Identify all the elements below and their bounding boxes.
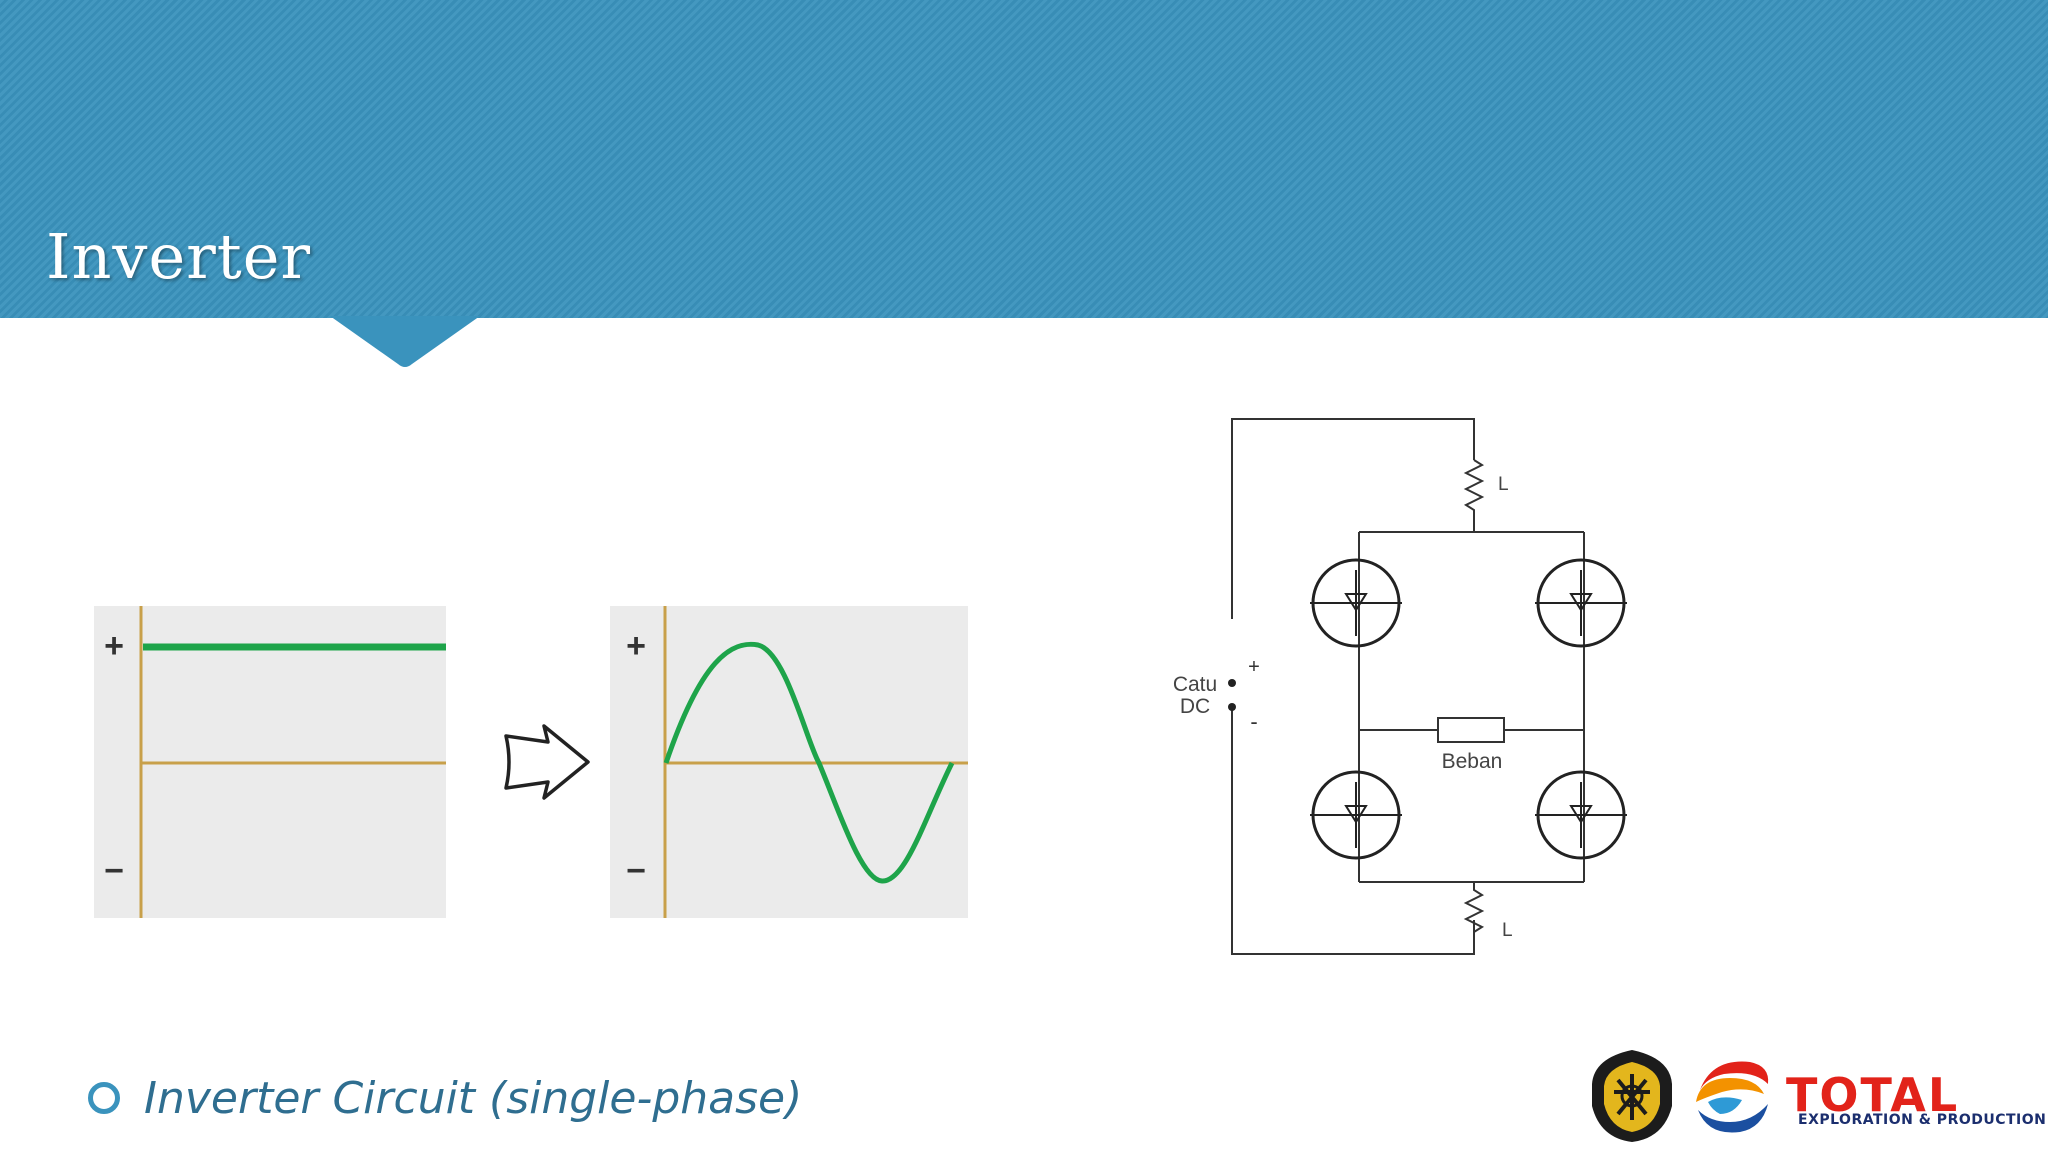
load-label: Beban — [1442, 750, 1503, 773]
inductor-bottom — [1463, 882, 1485, 933]
inductor-top-label: L — [1498, 474, 1509, 495]
inductor-top — [1463, 459, 1485, 532]
inverter-circuit-diagram: Catu DC + - Beban L L — [1173, 418, 1627, 955]
switch-top-right — [1535, 558, 1627, 648]
conversion-arrow-icon — [504, 724, 590, 800]
switch-top-left — [1310, 558, 1402, 648]
logos-area — [1592, 1050, 1769, 1142]
source-terminal-negative — [1228, 703, 1236, 711]
dc-plus-sign: + — [104, 627, 124, 665]
source-label-dc: DC — [1180, 695, 1210, 718]
esdm-emblem-logo — [1592, 1050, 1672, 1142]
total-sphere-logo — [1696, 1060, 1769, 1133]
source-terminal-positive — [1228, 679, 1236, 687]
switch-bottom-right — [1535, 770, 1627, 860]
ac-sine-wave — [663, 641, 955, 884]
load-resistor — [1437, 717, 1505, 743]
source-label-catu: Catu — [1173, 673, 1217, 696]
total-tagline: EXPLORATION & PRODUCTION — [1798, 1112, 2047, 1128]
source-plus-label: + — [1248, 656, 1260, 678]
bullet-item: Inverter Circuit (single-phase) — [88, 1072, 802, 1124]
total-brand-text: TOTAL — [1786, 1068, 1960, 1122]
wire-top — [1231, 418, 1475, 619]
banner-notch — [330, 316, 480, 367]
bullet-text: Inverter Circuit (single-phase) — [144, 1072, 803, 1124]
dc-waveform-panel: + − — [94, 606, 446, 918]
switch-bottom-left — [1310, 770, 1402, 860]
header-banner — [0, 0, 2048, 318]
ac-minus-sign: − — [626, 852, 646, 890]
slide-title: Inverter — [46, 220, 312, 293]
bullet-ring-icon — [88, 1082, 120, 1114]
ac-plus-sign: + — [626, 627, 646, 665]
ac-waveform-panel: + − — [610, 606, 968, 918]
inductor-bottom-label: L — [1502, 920, 1513, 941]
source-minus-label: - — [1250, 709, 1257, 734]
wire-bottom — [1231, 707, 1475, 955]
dc-minus-sign: − — [104, 852, 124, 890]
